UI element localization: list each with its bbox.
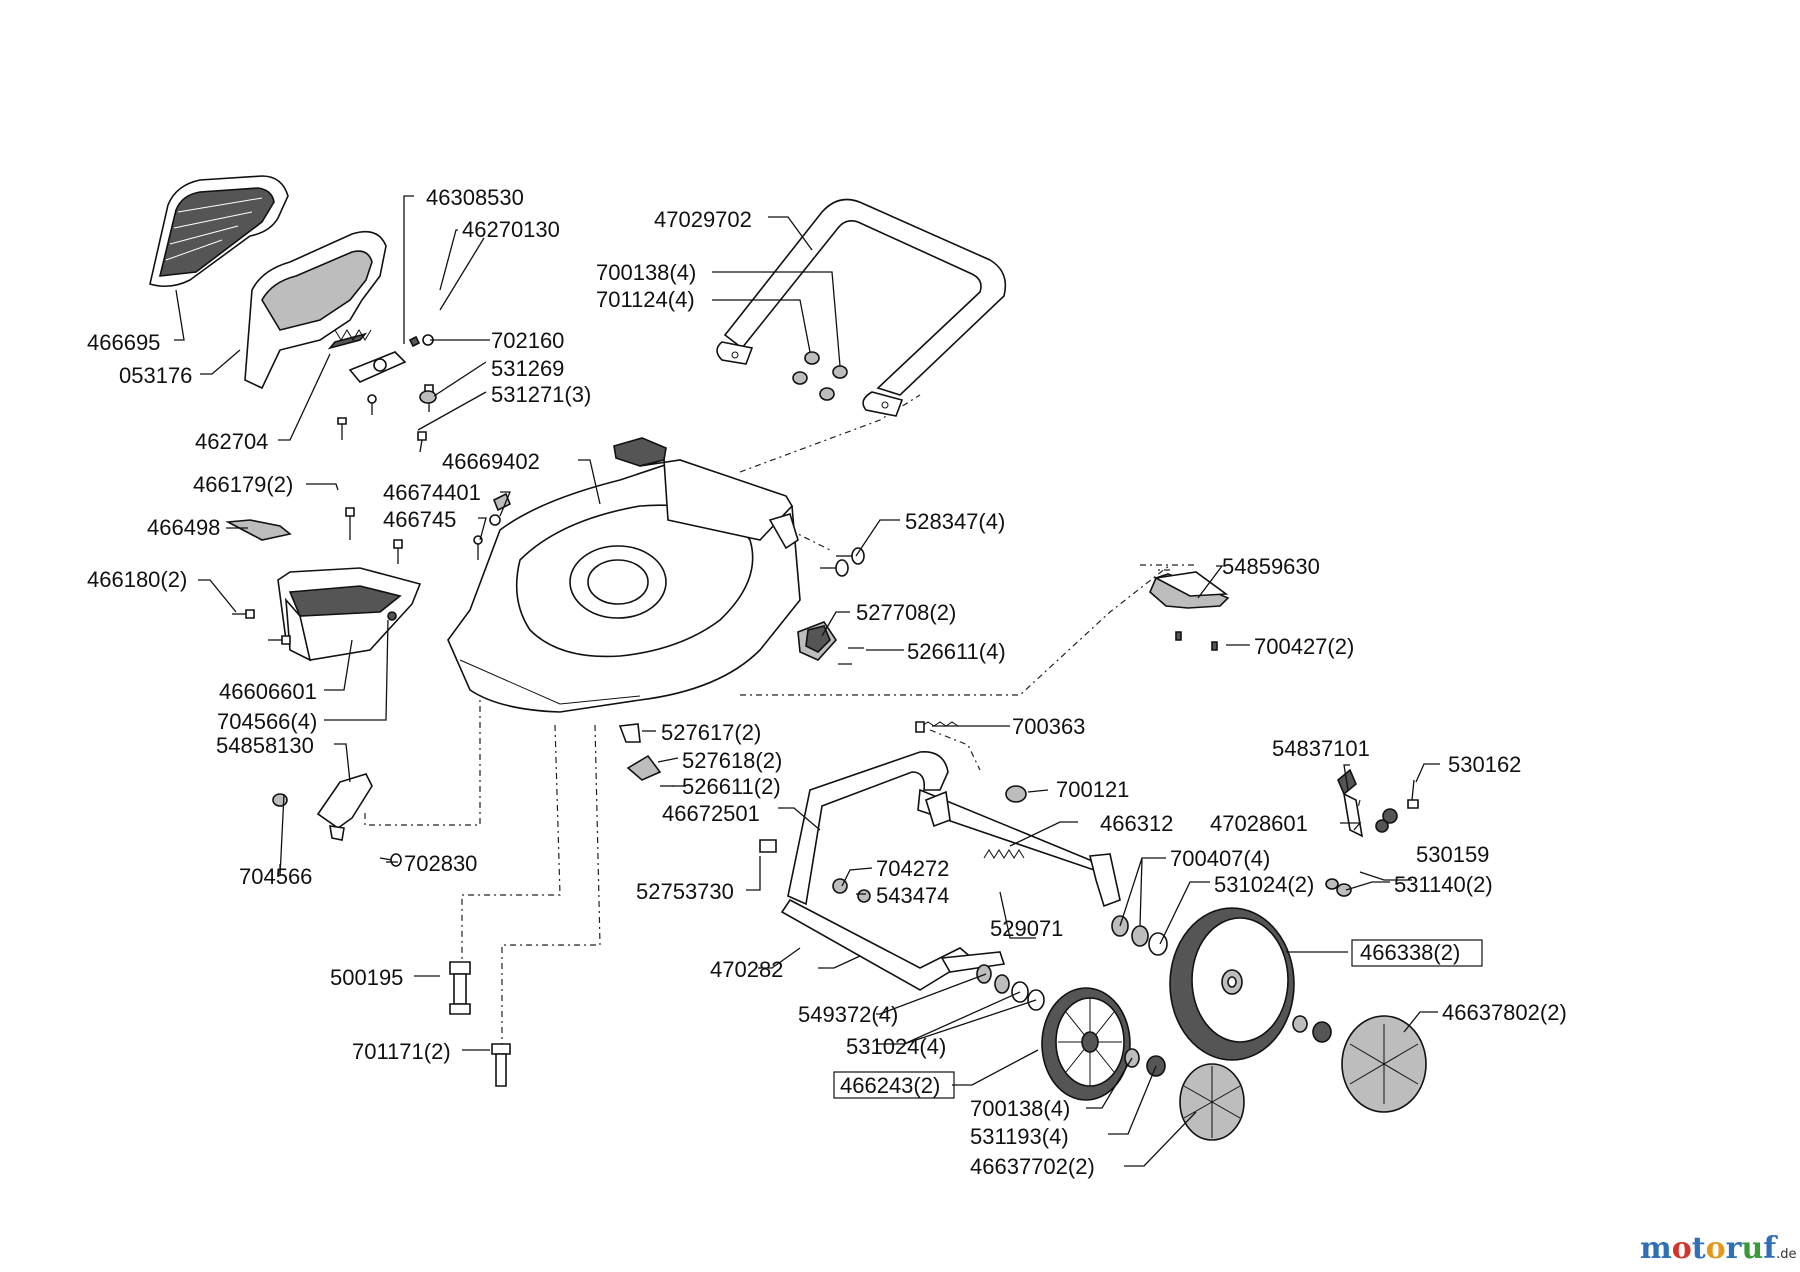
wm-letter: r	[1726, 1231, 1743, 1266]
rear-wheel-part	[1169, 907, 1332, 1061]
rear-flap-part	[225, 519, 422, 662]
label-700427: 700427(2)	[1254, 634, 1354, 659]
label-466745: 466745	[383, 507, 456, 532]
svg-text:motoruf.de: motoruf.de	[1640, 1231, 1797, 1266]
rear-flap-hinge-part	[327, 237, 485, 440]
label-528347: 528347(4)	[905, 509, 1005, 534]
label-529071: 529071	[990, 916, 1063, 941]
label-531024-two: 531024(2)	[1214, 872, 1314, 897]
label-700138-bottom: 700138(4)	[970, 1096, 1070, 1121]
label-46674401: 46674401	[383, 480, 481, 505]
label-52753730: 52753730	[636, 879, 734, 904]
label-46637802: 46637802(2)	[1442, 1000, 1567, 1025]
wm-letter: o	[1706, 1231, 1726, 1266]
label-500195: 500195	[330, 965, 403, 990]
label-053176: 053176	[119, 363, 192, 388]
axle-fasteners-part	[915, 721, 1027, 803]
label-530162: 530162	[1448, 752, 1521, 777]
label-46270130: 46270130	[462, 217, 560, 242]
label-531271: 531271(3)	[491, 382, 591, 407]
label-530159: 530159	[1416, 842, 1489, 867]
height-adjuster-part	[797, 621, 864, 665]
height-spring-part	[983, 849, 1025, 859]
rear-hubcap-part	[1341, 1015, 1427, 1113]
label-46669402: 46669402	[442, 449, 540, 474]
label-466180: 466180(2)	[87, 567, 187, 592]
label-526611-two: 526611(2)	[682, 774, 781, 799]
label-549372: 549372(4)	[798, 1002, 898, 1027]
push-handle-part	[716, 198, 1007, 417]
part-labels: 46308530 46270130 47029702 700138(4) 701…	[87, 185, 1567, 1179]
rear-axle-frame-part	[780, 751, 1121, 991]
label-702160: 702160	[491, 328, 564, 353]
mower-deck-part	[447, 437, 801, 713]
label-54858130: 54858130	[216, 733, 314, 758]
label-700121: 700121	[1056, 777, 1129, 802]
wm-letter: t	[1692, 1231, 1706, 1266]
wm-letter: o	[1672, 1231, 1692, 1266]
label-466243: 466243(2)	[840, 1073, 940, 1098]
flap-screws-part	[232, 507, 403, 645]
front-axle-washers-part	[976, 964, 1045, 1011]
label-700138-top: 700138(4)	[596, 260, 696, 285]
leader-lines	[174, 195, 1440, 1167]
assembly-lines	[364, 394, 1361, 1050]
label-531269: 531269	[491, 356, 564, 381]
deck-screws-part	[473, 492, 512, 560]
label-466338: 466338(2)	[1360, 940, 1460, 965]
label-54837101: 54837101	[1272, 736, 1370, 761]
handle-fasteners-part	[792, 351, 848, 401]
label-46637702: 46637702(2)	[970, 1154, 1095, 1179]
label-47029702: 47029702	[654, 207, 752, 232]
wheel-axle-clips-part	[618, 723, 674, 787]
side-deflector-part	[1149, 571, 1230, 651]
box-466243	[833, 1071, 955, 1099]
label-527618: 527618(2)	[682, 748, 782, 773]
grass-bag-top-part	[149, 175, 289, 288]
label-54859630: 54859630	[1222, 554, 1320, 579]
label-700363: 700363	[1012, 714, 1085, 739]
label-704566-four: 704566(4)	[217, 709, 317, 734]
frame-washers-part	[759, 839, 871, 903]
mulch-plug-part	[272, 773, 402, 867]
label-46606601: 46606601	[219, 679, 317, 704]
label-704566: 704566	[239, 864, 312, 889]
label-543474: 543474	[876, 883, 949, 908]
box-466338	[1351, 939, 1483, 967]
lever-part	[1325, 768, 1419, 897]
label-462704: 462704	[195, 429, 268, 454]
front-hubcap-part	[1179, 1063, 1245, 1141]
label-531140: 531140(2)	[1394, 872, 1493, 897]
wm-suffix: .de	[1776, 1247, 1796, 1262]
discharge-chute-part	[244, 230, 387, 390]
label-527708: 527708(2)	[856, 600, 956, 625]
label-466695: 466695	[87, 330, 160, 355]
deck-bottom-bolts-part	[449, 961, 511, 1087]
deck-bolts-part	[820, 547, 865, 577]
label-701171: 701171(2)	[352, 1039, 451, 1064]
label-701124: 701124(4)	[596, 287, 695, 312]
label-47028601: 47028601	[1210, 811, 1308, 836]
label-702830: 702830	[404, 851, 477, 876]
fastener-small-part	[417, 334, 437, 453]
label-531193: 531193(4)	[970, 1124, 1069, 1149]
wm-letter: f	[1763, 1231, 1778, 1266]
label-527617: 527617(2)	[661, 720, 761, 745]
label-466179: 466179(2)	[193, 472, 293, 497]
wm-letter: u	[1741, 1231, 1763, 1266]
label-700407: 700407(4)	[1170, 846, 1270, 871]
label-531024-four: 531024(4)	[846, 1034, 946, 1059]
label-704272: 704272	[876, 856, 949, 881]
label-46672501: 46672501	[662, 801, 760, 826]
front-wheel-part	[1041, 987, 1166, 1101]
label-46308530: 46308530	[426, 185, 524, 210]
label-466498: 466498	[147, 515, 220, 540]
watermark-logo: motoruf.de	[1640, 1231, 1797, 1266]
label-470282: 470282	[710, 957, 783, 982]
label-466312: 466312	[1100, 811, 1173, 836]
label-526611-four: 526611(4)	[907, 639, 1006, 664]
wm-letter: m	[1640, 1231, 1672, 1266]
